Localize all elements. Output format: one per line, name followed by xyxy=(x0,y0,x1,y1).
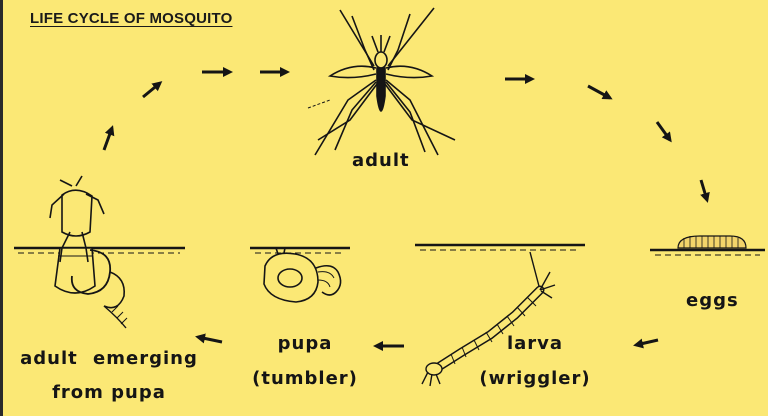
label-pupa-alt: (tumbler) xyxy=(250,368,360,389)
emerging-adult-icon xyxy=(50,176,127,328)
label-larva-alt: (wriggler) xyxy=(470,368,600,389)
label-emerging-line1: adult emerging xyxy=(14,348,204,369)
label-adult: adult xyxy=(352,150,410,171)
water-surface xyxy=(14,245,765,255)
mosquito-adult-icon xyxy=(308,8,455,155)
eggs-raft-icon xyxy=(678,236,746,248)
pupa-icon xyxy=(264,248,341,302)
label-pupa: pupa xyxy=(250,333,360,354)
label-emerging-line2: from pupa xyxy=(14,382,204,403)
label-larva: larva xyxy=(470,333,600,354)
cycle-arrow-icon xyxy=(104,72,707,346)
label-eggs: eggs xyxy=(686,290,739,311)
larva-icon xyxy=(422,252,555,386)
